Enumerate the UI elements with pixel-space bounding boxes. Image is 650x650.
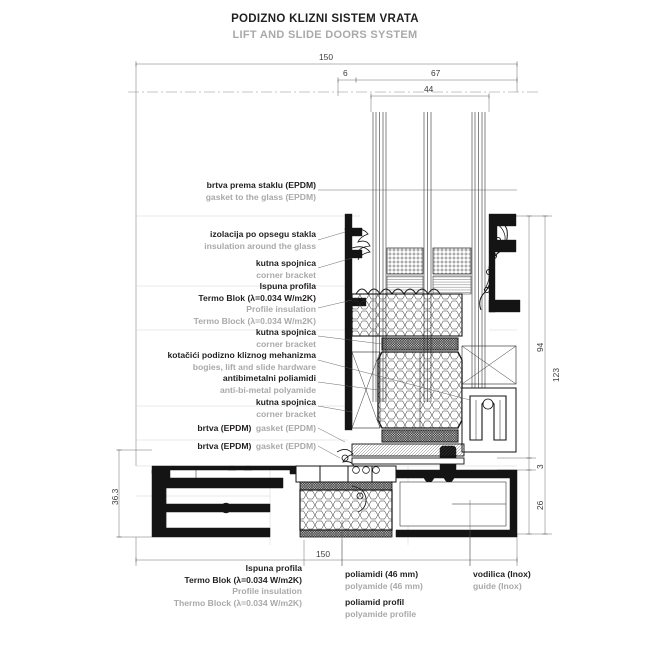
callout-label-en: corner bracket [256, 269, 316, 280]
callout-label-en-2: Thermo Block (λ=0.034 W/m2K) [173, 597, 302, 608]
callout-label-en: polyamide (46 mm) [345, 580, 423, 591]
callout-label-hr: kotačići podizno kliznog mehanizma [167, 350, 316, 360]
callout-label-hr: poliamid profil [345, 597, 405, 607]
callout-label-hr: Ispuna profila [245, 563, 302, 573]
callout-label-en: gasket (EPDM) [255, 441, 316, 451]
callout-label-hr: kutna spojnica [255, 327, 316, 337]
callout-label-hr: vodilica (Inox) [473, 569, 531, 579]
callout-label-en: polyamide profile [345, 608, 417, 619]
callout-label-hr: brtva prema staklu (EPDM) [206, 180, 316, 190]
dim-sash-height: 94 [535, 342, 545, 352]
dim-overall-height: 123 [551, 368, 561, 382]
dim-sill-height: 26 [535, 500, 545, 510]
callout-profile-insulation-termo-blok: Ispuna profila Termo Blok (λ=0.034 W/m2K… [194, 281, 316, 327]
callout-label-en: anti-bi-metal polyamide [220, 384, 316, 395]
dim-overall-width: 150 [319, 52, 333, 62]
callout-label-en-2: Termo Block (λ=0.034 W/m2K) [193, 315, 316, 326]
callout-polyamide-profile: poliamid profil polyamide profile [345, 597, 416, 620]
callout-label-hr: brtva (EPDM) [197, 441, 252, 451]
callout-label-en: corner bracket [256, 338, 316, 349]
callout-insulation-around-glass: izolacija po opsegu stakla insulation ar… [204, 229, 316, 252]
dim-gap-height: 3 [535, 464, 545, 469]
callout-anti-bi-metal-polyamide: antibimetalni poliamidi anti-bi-metal po… [220, 373, 316, 396]
callout-label-en: Profile insulation [232, 586, 302, 596]
page-title: PODIZNO KLIZNI SISTEM VRATA [231, 13, 419, 25]
callout-guide-inox: vodilica (Inox) guide (Inox) [473, 569, 531, 592]
page-subtitle: LIFT AND SLIDE DOORS SYSTEM [232, 29, 418, 41]
callout-gasket-epdm-2: brtva (EPDM) gasket (EPDM) [197, 439, 316, 453]
dim-bottom-width: 150 [316, 549, 330, 559]
dim-glazing-width: 44 [424, 84, 434, 94]
callout-bogies-lift-slide-hardware: kotačići podizno kliznog mehanizma bogie… [167, 350, 316, 373]
callout-label-hr: kutna spojnica [255, 397, 316, 407]
callout-label-hr: kutna spojnica [255, 258, 316, 268]
dim-gasket-gap: 6 [343, 68, 348, 78]
callout-label-hr: antibimetalni poliamidi [222, 373, 316, 383]
callout-label-hr-2: Termo Blok (λ=0.034 W/m2K) [198, 292, 316, 303]
dim-frame-depth: 36.3 [110, 488, 120, 505]
callout-label-hr-2: Termo Blok (λ=0.034 W/m2K) [184, 574, 302, 585]
callout-corner-bracket-3: kutna spojnica corner bracket [256, 397, 316, 420]
callout-label-en: insulation around the glass [204, 240, 316, 251]
callout-polyamide-46mm: poliamidi (46 mm) polyamide (46 mm) [345, 569, 423, 592]
callout-corner-bracket-1: kutna spojnica corner bracket [256, 258, 316, 281]
callout-profile-insulation-thermo-block: Ispuna profila Termo Blok (λ=0.034 W/m2K… [174, 563, 302, 609]
callout-label-en: bogies, lift and slide hardware [192, 361, 316, 372]
callout-label-en: gasket to the glass (EPDM) [205, 191, 316, 202]
callout-label-hr: poliamidi (46 mm) [345, 569, 419, 579]
callout-label-hr: Ispuna profila [259, 281, 316, 291]
callout-label-en: Profile insulation [246, 304, 316, 314]
callout-label-hr: brtva (EPDM) [197, 423, 252, 433]
callout-corner-bracket-2: kutna spojnica corner bracket [256, 327, 316, 350]
callout-label-en: corner bracket [256, 408, 316, 419]
callout-gasket-epdm-1: brtva (EPDM) gasket (EPDM) [197, 421, 316, 435]
dim-sash-width: 67 [431, 68, 441, 78]
callout-label-en: guide (Inox) [473, 580, 522, 591]
callout-label-en: gasket (EPDM) [255, 423, 316, 433]
callout-gasket-to-glass: brtva prema staklu (EPDM) gasket to the … [206, 180, 316, 203]
callout-label-hr: izolacija po opsegu stakla [209, 229, 316, 239]
